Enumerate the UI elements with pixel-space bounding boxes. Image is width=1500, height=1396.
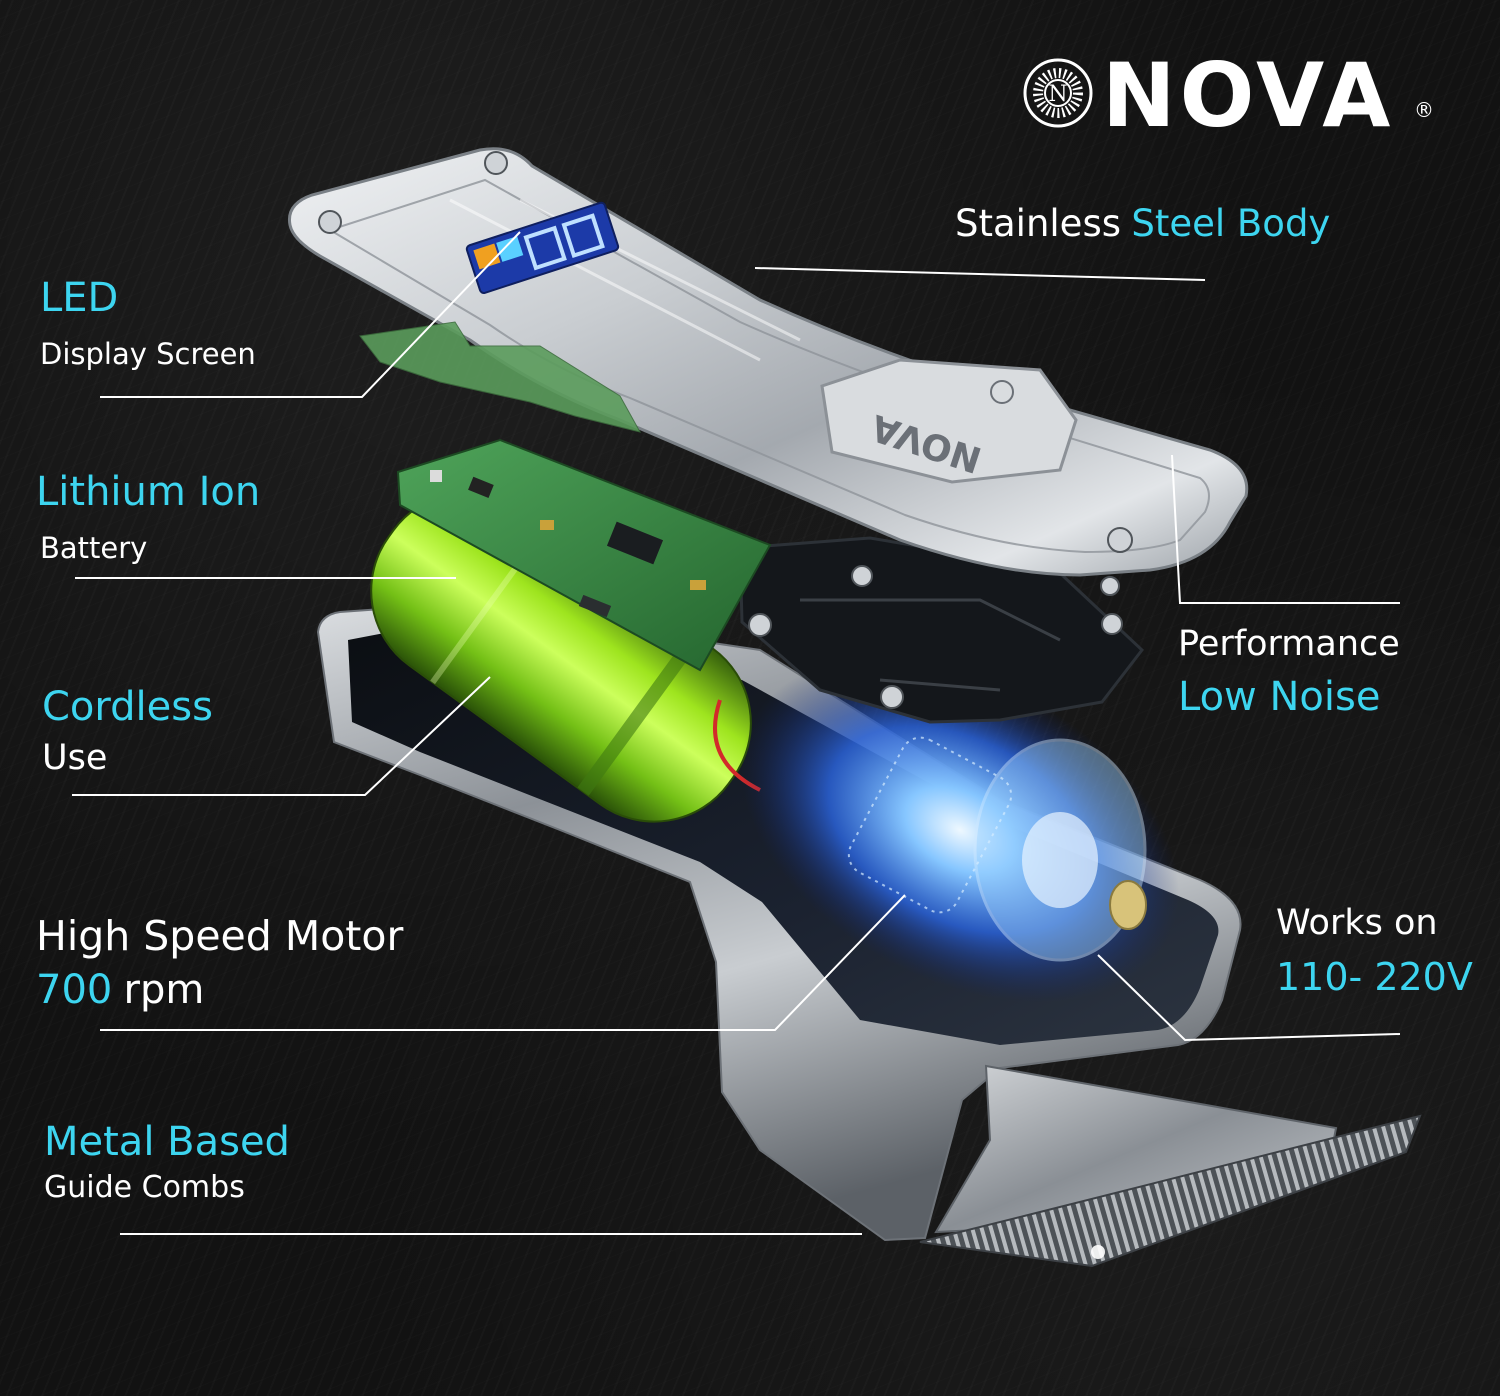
brand-logo-text: NOVA [1102, 44, 1395, 147]
callout-cordless-title: Cordless [42, 684, 213, 730]
callout-battery-subtitle: Battery [40, 531, 148, 565]
callout-led-title: LED [40, 275, 119, 321]
leader-motor [100, 894, 906, 1031]
high-speed-motor [740, 657, 1180, 1003]
callout-battery-title: Lithium Ion [36, 469, 261, 515]
green-film-sheet [359, 321, 641, 433]
steel-body-prefix: Stainless [955, 202, 1121, 245]
screw-icon [318, 151, 1133, 709]
circuit-board [396, 438, 772, 672]
motor-rpm-unit: rpm [123, 967, 205, 1013]
leader-led [100, 231, 521, 398]
callout-noise-title: Performance [1178, 624, 1400, 664]
blade-teeth [919, 1114, 1422, 1268]
nova-emblem-icon: N [1023, 58, 1093, 128]
steel-body-highlight: Steel Body [1131, 202, 1331, 245]
leader-cordless [72, 676, 491, 796]
led-display-screen [465, 201, 620, 294]
callout-noise-subtitle: Low Noise [1178, 674, 1381, 720]
callout-combs-title: Metal Based [44, 1119, 290, 1165]
callout-combs-subtitle: Guide Combs [44, 1170, 245, 1205]
nameplate-emblem-icon [990, 380, 1014, 404]
leader-voltage [1097, 954, 1401, 1042]
bracket-slot [800, 598, 1061, 692]
leader-noise [1171, 454, 1400, 604]
leader-steel-body [754, 267, 1206, 281]
motor-shaft [1109, 880, 1147, 930]
callout-cordless-subtitle: Use [42, 738, 108, 778]
registered-mark: ® [1414, 98, 1434, 122]
callout-led-subtitle: Display Screen [40, 337, 256, 371]
motor-rpm-value: 700 [36, 967, 113, 1013]
callout-voltage-title: Works on [1276, 903, 1438, 943]
callout-motor-title: High Speed Motor [36, 912, 404, 960]
callout-voltage-value: 110- 220V [1276, 955, 1473, 999]
blade-glint [1091, 1245, 1105, 1259]
emblem-letter: N [1048, 82, 1067, 107]
